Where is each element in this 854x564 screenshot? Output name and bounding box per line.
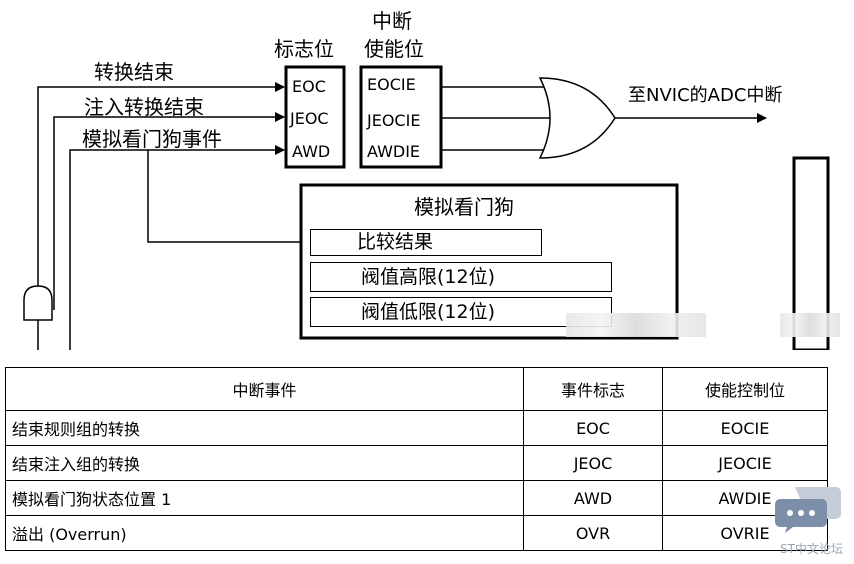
table-row: 结束注入组的转换 JEOC JEOCIE [5, 445, 828, 481]
watchdog-compare-result: 比较结果 [310, 229, 542, 256]
watchdog-title: 模拟看门狗 [414, 195, 514, 219]
flag-cell: AWD [523, 480, 663, 516]
flag-cell: JEOC [523, 445, 663, 481]
table-row: 结束规则组的转换 EOC EOCIE [5, 410, 828, 446]
input-label-jeoc: 注入转换结束 [84, 95, 204, 119]
blurred-area-right [780, 313, 840, 337]
column-header-enable: 使能控制位 [662, 367, 828, 411]
table-row: 模拟看门狗状态位置 1 AWD AWDIE [5, 480, 828, 516]
input-label-eoc: 转换结束 [94, 60, 174, 84]
watermark: ST中文论坛 [780, 542, 843, 556]
event-cell: 结束注入组的转换 [5, 445, 524, 481]
flag-eoc: EOC [292, 77, 326, 96]
enable-jeocie: JEOCIE [367, 111, 421, 130]
enable-header-line1: 中断 [372, 9, 412, 33]
watchdog-high-threshold: 阀值高限(12位) [310, 262, 612, 292]
enable-eocie: EOCIE [367, 75, 416, 94]
flag-cell: EOC [523, 410, 663, 446]
flag-awd: AWD [292, 142, 331, 161]
blurred-area-left [566, 313, 706, 337]
input-label-awd: 模拟看门狗事件 [82, 127, 222, 151]
event-cell: 结束规则组的转换 [5, 410, 524, 446]
watchdog-low-threshold: 阀值低限(12位) [310, 297, 612, 327]
table-header-row: 中断事件 事件标志 使能控制位 [5, 367, 828, 411]
enable-cell: JEOCIE [662, 445, 828, 481]
flag-jeoc: JEOC [290, 109, 329, 128]
flag-header: 标志位 [274, 37, 334, 61]
interrupt-diagram: 中断 标志位 使能位 转换结束 注入转换结束 模拟看门狗事件 EOC JEOC … [23, 9, 840, 350]
column-header-flag: 事件标志 [523, 367, 663, 411]
enable-header-line2: 使能位 [364, 37, 424, 61]
column-header-event: 中断事件 [5, 367, 524, 411]
event-cell: 模拟看门狗状态位置 1 [5, 480, 524, 516]
table-row: 溢出 (Overrun) OVR OVRIE [5, 515, 828, 551]
output-label: 至NVIC的ADC中断 [628, 85, 783, 106]
flag-cell: OVR [523, 515, 663, 551]
chat-bubble-icon[interactable] [775, 483, 843, 535]
interrupt-table: 中断事件 事件标志 使能控制位 结束规则组的转换 EOC EOCIE 结束注入组… [5, 367, 828, 551]
event-cell: 溢出 (Overrun) [5, 515, 524, 551]
enable-awdie: AWDIE [367, 142, 421, 161]
enable-cell: EOCIE [662, 410, 828, 446]
